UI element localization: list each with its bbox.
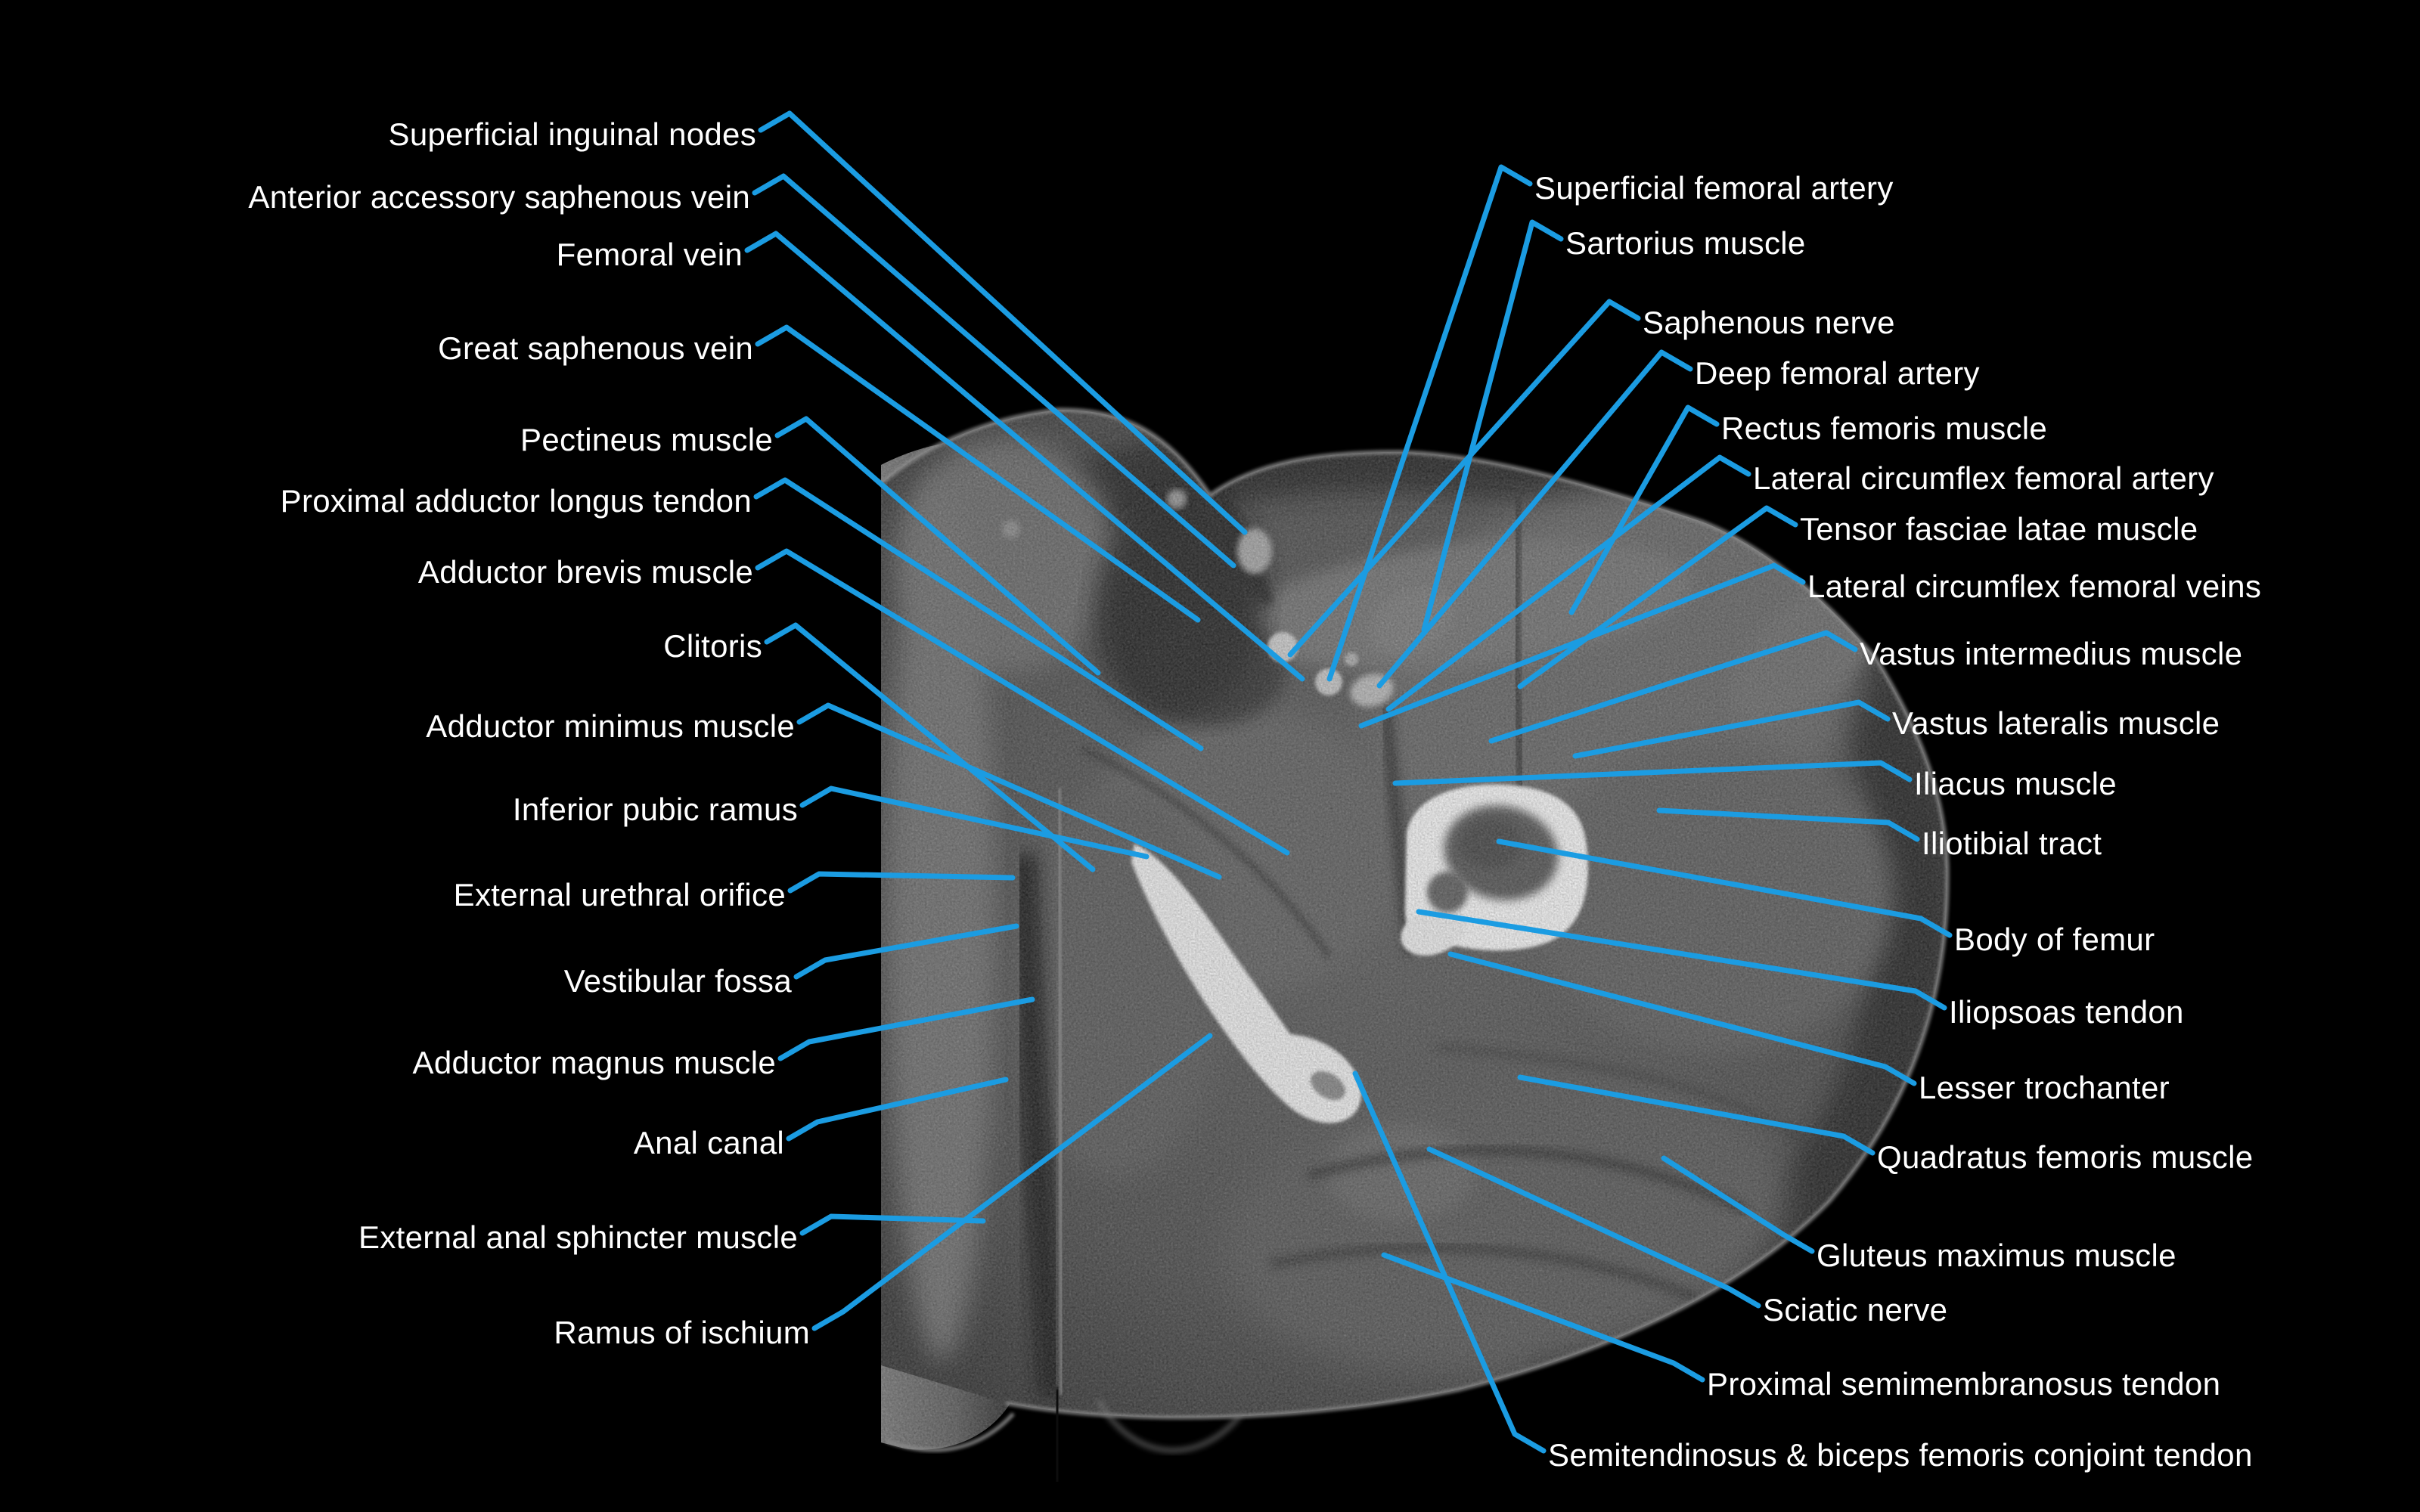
anatomy-label: Body of femur bbox=[1954, 921, 2155, 957]
ct-scan-image bbox=[744, 110, 1953, 1483]
leader-line bbox=[799, 785, 1150, 860]
anatomy-label: Adductor magnus muscle bbox=[412, 1044, 776, 1080]
leader-line bbox=[1287, 299, 1641, 658]
anatomy-label: Saphenous nerve bbox=[1643, 304, 1895, 340]
anatomy-label: Vestibular fossa bbox=[563, 962, 792, 999]
anatomy-label: Ramus of ischium bbox=[554, 1314, 810, 1350]
anatomy-label: Proximal semimembranosus tendon bbox=[1707, 1365, 2221, 1402]
leader-line bbox=[1426, 1146, 1761, 1309]
leader-line bbox=[755, 324, 1201, 623]
anatomy-label: Superficial inguinal nodes bbox=[388, 116, 756, 152]
leader-line bbox=[1568, 404, 1720, 615]
anatomy-label: Lateral circumflex femoral veins bbox=[1807, 568, 2262, 604]
leader-lines bbox=[744, 110, 1953, 1454]
leader-line bbox=[1326, 164, 1533, 682]
leader-line bbox=[1358, 562, 1806, 729]
anatomy-label: Femoral vein bbox=[556, 236, 743, 272]
leader-line bbox=[1421, 219, 1564, 633]
anatomy-label: Adductor brevis muscle bbox=[417, 553, 753, 590]
leader-line bbox=[774, 416, 1101, 676]
anatomy-label: Sartorius muscle bbox=[1565, 225, 1806, 261]
anatomy-label: Lesser trochanter bbox=[1919, 1069, 2170, 1105]
anatomy-label: Iliopsoas tendon bbox=[1949, 993, 2184, 1030]
leader-line bbox=[1416, 909, 1947, 1011]
leader-line bbox=[811, 1033, 1213, 1331]
leader-line bbox=[1392, 760, 1913, 786]
anatomy-label: Sciatic nerve bbox=[1763, 1291, 1948, 1328]
leader-line bbox=[1661, 1155, 1815, 1254]
anatomy-label: Clitoris bbox=[663, 627, 762, 664]
anatomy-label: Great saphenous vein bbox=[438, 330, 753, 366]
anatomy-label: Proximal adductor longus tendon bbox=[280, 482, 752, 519]
leader-line bbox=[787, 871, 1016, 894]
anatomy-label: Anterior accessory saphenous vein bbox=[248, 178, 750, 215]
anatomy-label: Semitendinosus & biceps femoris conjoint… bbox=[1548, 1436, 2253, 1473]
anatomy-label: Tensor fasciae latae muscle bbox=[1800, 510, 2198, 547]
anatomy-label: Pectineus muscle bbox=[520, 421, 773, 457]
ct-noise-dark bbox=[881, 410, 1948, 1450]
leader-line bbox=[1352, 1070, 1547, 1454]
anatomy-label: Rectus femoris muscle bbox=[1721, 410, 2048, 446]
leader-line bbox=[1496, 838, 1953, 938]
anatomy-label: Inferior pubic ramus bbox=[512, 791, 798, 827]
leader-line bbox=[796, 702, 1222, 880]
leader-line bbox=[1488, 630, 1858, 744]
anatomy-label: Vastus lateralis muscle bbox=[1892, 705, 2220, 741]
leader-line bbox=[1447, 951, 1917, 1086]
leader-line bbox=[1376, 349, 1693, 689]
labium-edge-line bbox=[1056, 787, 1064, 1395]
leader-line bbox=[1517, 1074, 1876, 1156]
leader-line bbox=[758, 110, 1248, 535]
anatomy-label: Gluteus maximus muscle bbox=[1817, 1237, 2176, 1273]
anatomy-label: Quadratus femoris muscle bbox=[1877, 1139, 2254, 1175]
leader-line bbox=[777, 996, 1035, 1061]
anatomy-label: Iliotibial tract bbox=[1922, 825, 2102, 861]
anatomy-label: Adductor minimus muscle bbox=[426, 708, 795, 744]
anatomy-label: Iliacus muscle bbox=[1914, 765, 2117, 801]
anatomy-label: External anal sphincter muscle bbox=[358, 1219, 798, 1255]
anatomy-label: Superficial femoral artery bbox=[1534, 169, 1894, 206]
leader-line bbox=[799, 1213, 986, 1236]
leader-line bbox=[764, 622, 1096, 872]
leader-line bbox=[753, 477, 1204, 751]
leader-line bbox=[786, 1077, 1009, 1142]
leader-line bbox=[744, 231, 1305, 682]
strip-bottom-skin bbox=[886, 1412, 1015, 1452]
leader-line bbox=[755, 548, 1290, 856]
leader-line bbox=[1381, 1252, 1705, 1383]
anatomy-label: External urethral orifice bbox=[453, 876, 786, 912]
gluteal-cleft-line bbox=[1051, 1387, 1063, 1483]
anatomy-label: Anal canal bbox=[633, 1124, 784, 1160]
anatomy-label: Lateral circumflex femoral artery bbox=[1753, 460, 2214, 496]
leader-line bbox=[1517, 505, 1798, 689]
leader-line bbox=[1572, 699, 1891, 759]
leader-line bbox=[1656, 807, 1920, 842]
leader-line bbox=[752, 173, 1236, 569]
anatomy-label: Vastus intermedius muscle bbox=[1860, 635, 2243, 671]
leader-line bbox=[793, 923, 1019, 980]
anatomy-label: Deep femoral artery bbox=[1695, 355, 1980, 391]
skin-outline bbox=[880, 407, 1950, 1420]
leader-line bbox=[1385, 454, 1751, 712]
perineal-bottom-skin bbox=[1096, 1399, 1242, 1453]
